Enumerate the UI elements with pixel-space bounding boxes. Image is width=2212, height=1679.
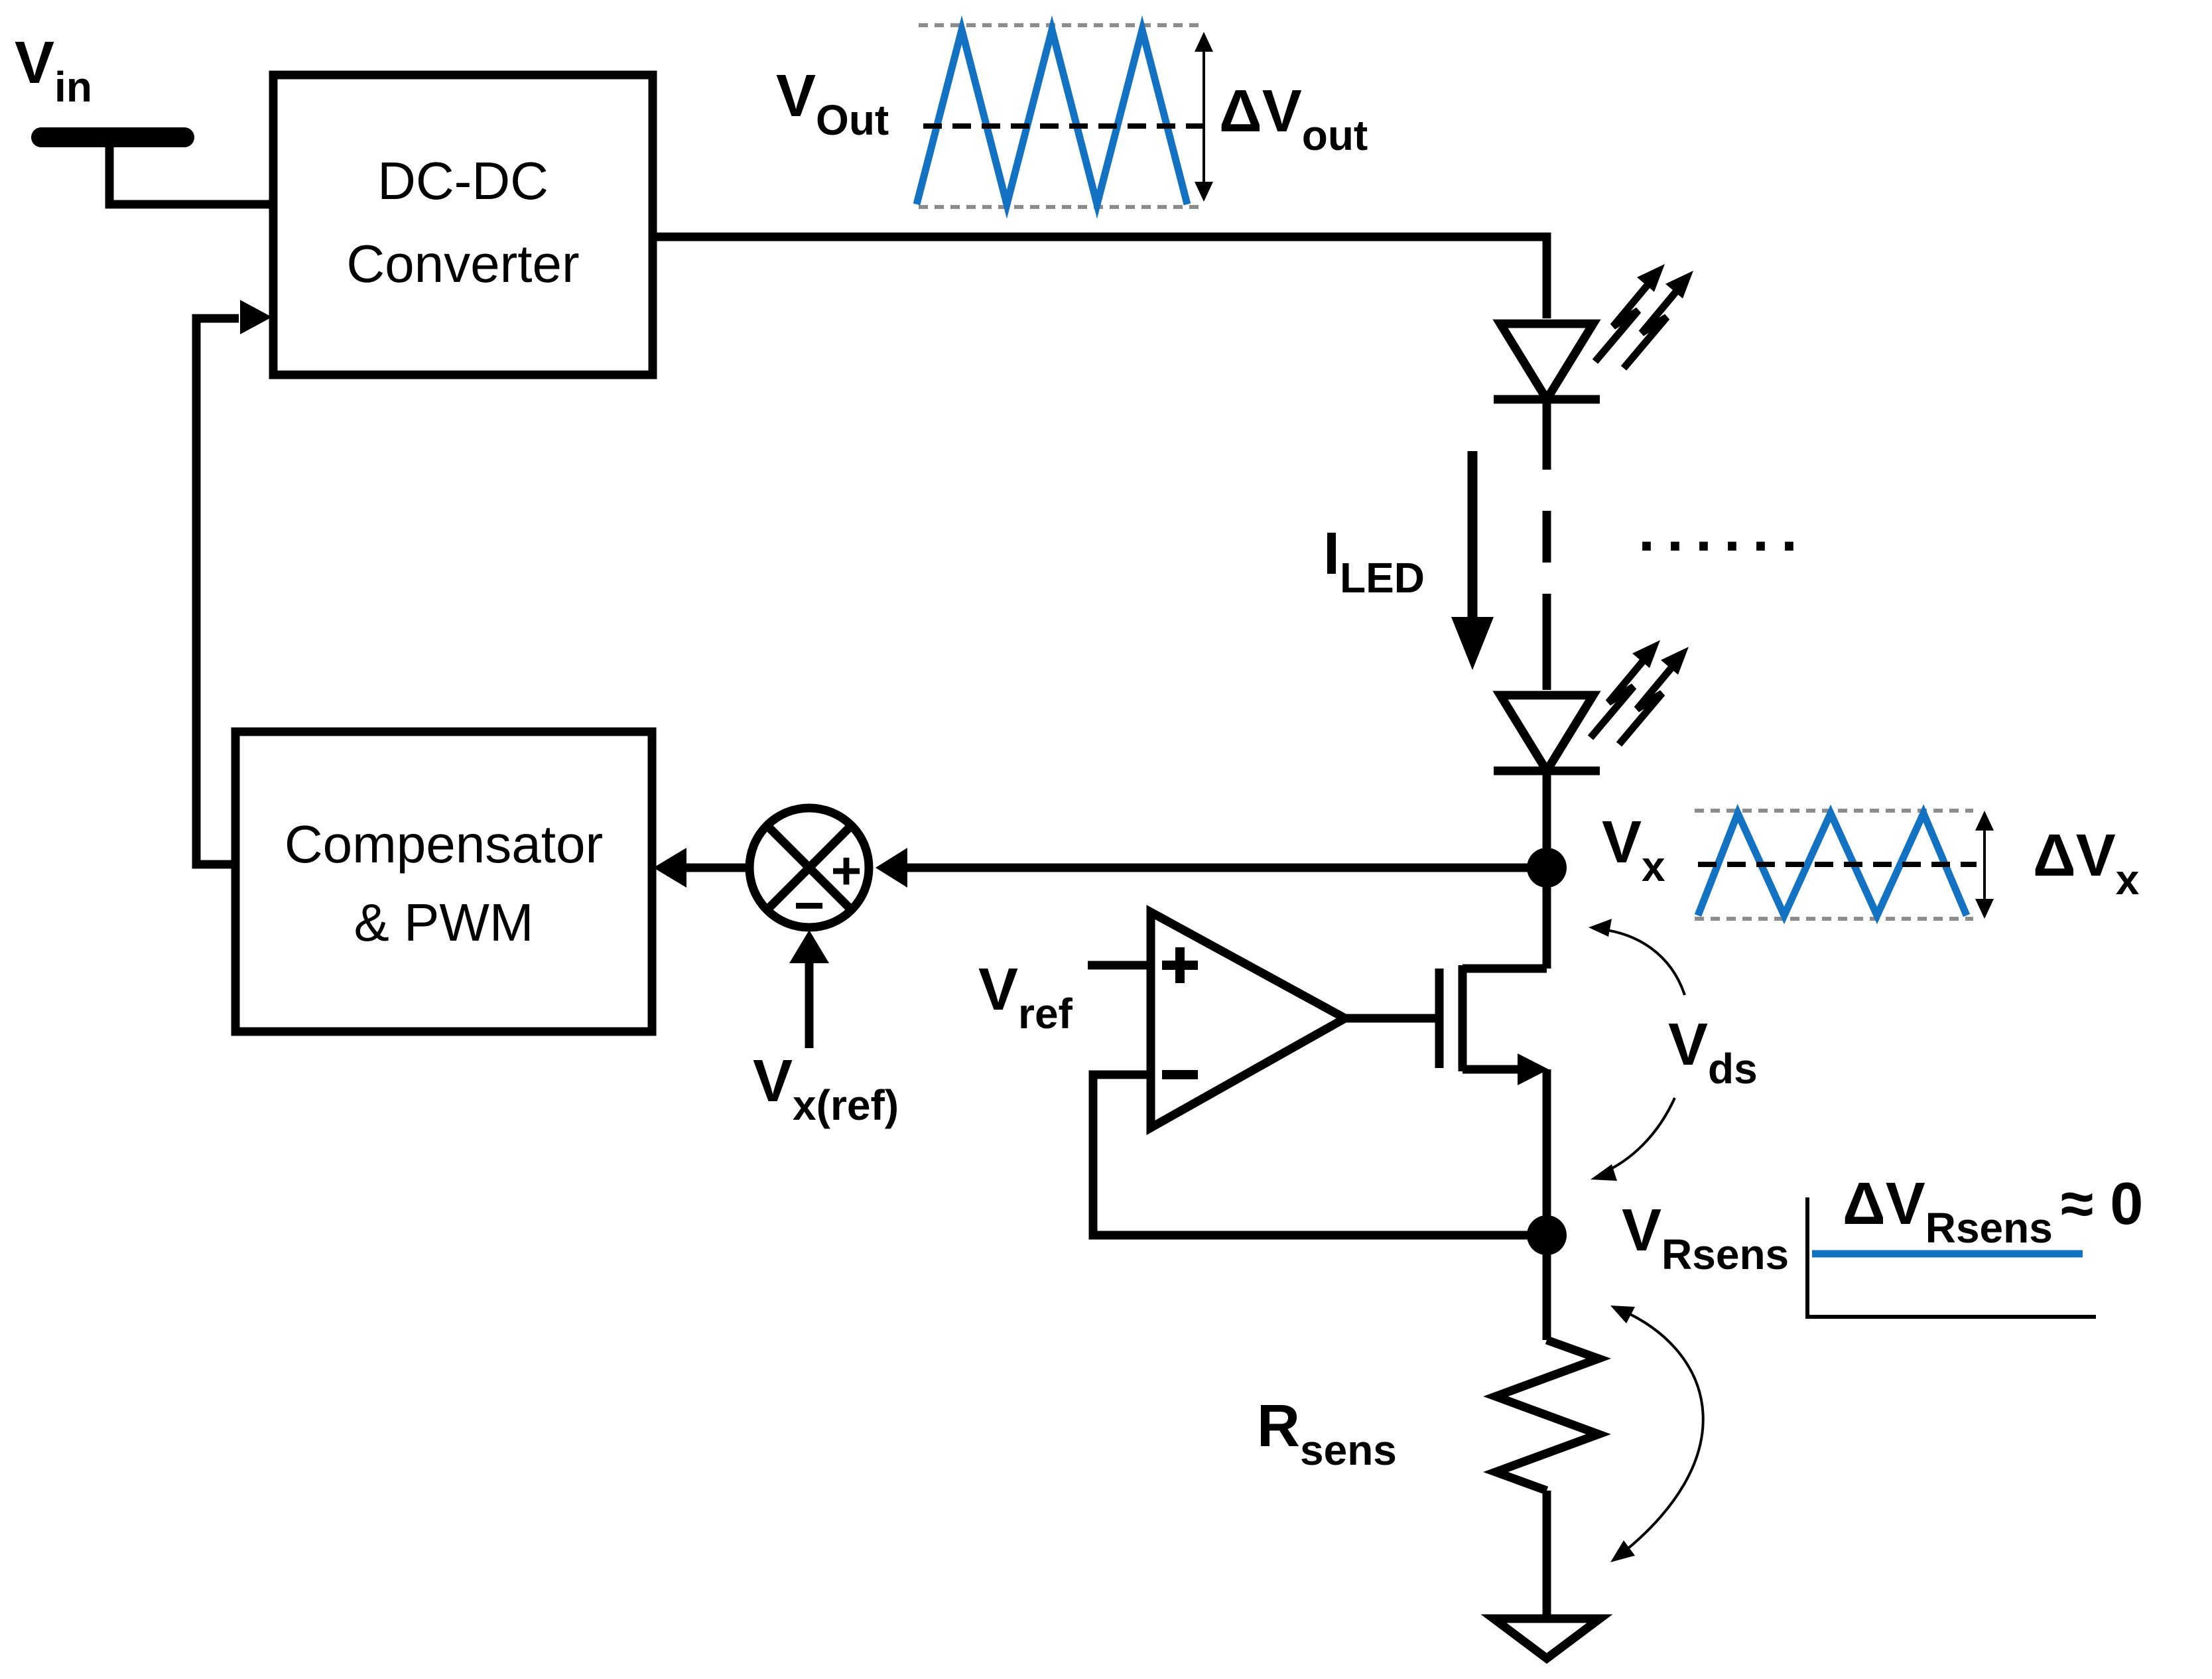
converter-label-line1: DC-DC [377, 151, 549, 210]
vrsens-arc [1614, 1309, 1705, 1560]
summing-plus-sign: + [831, 841, 862, 900]
converter-label-line2: Converter [346, 234, 579, 293]
dvout-arrowhead-down [1195, 182, 1213, 202]
vds-label: Vds [1668, 1012, 1758, 1093]
summing-cross-2 [764, 823, 854, 913]
op-amp: Vref [978, 905, 1354, 1136]
vin-source: Vin [15, 30, 273, 209]
led-1-emission-arrows-icon [1592, 264, 1693, 371]
vx-triangle-wave [1694, 803, 1971, 925]
vrsens-arrowhead-bottom [1610, 1540, 1635, 1562]
vrsens-span-annotation [1610, 1306, 1705, 1562]
vin-label: Vin [15, 30, 92, 111]
vx-ref-arrowhead-icon [789, 930, 829, 963]
dvrsens-label: ΔVRsens≈ 0 [1843, 1171, 2143, 1252]
led-2-diode-icon [1492, 691, 1601, 779]
iled-current-arrow: ILED [1323, 451, 1494, 670]
pwm-control-arrowhead-icon [240, 300, 272, 334]
vds-arc-lower [1599, 1097, 1676, 1175]
vds-arrowhead-upper [1589, 919, 1612, 937]
compensator-label-line1: Compensator [285, 815, 603, 874]
led-1 [1492, 264, 1693, 408]
vout-triangle-wave [913, 15, 1191, 219]
ground-icon [1480, 1614, 1613, 1664]
iled-arrowhead [1451, 617, 1494, 670]
vrsens-plot: VRsens ΔVRsens≈ 0 [1622, 1171, 2143, 1319]
dvx-arrowhead-up [1975, 811, 1994, 831]
op-amp-feedback-wire [1088, 1070, 1547, 1240]
vout-waveform: VOut ΔVout [776, 15, 1368, 219]
compensator-label-line2: & PWM [354, 893, 533, 952]
compensator-input-arrowhead-icon [653, 848, 686, 888]
rsens-resistor: Rsens [1257, 1335, 1612, 1619]
rsens-label: Rsens [1257, 1393, 1397, 1474]
converter-box [269, 70, 657, 379]
dvx-label: ΔVx [2033, 823, 2140, 904]
vout-label: VOut [776, 63, 889, 144]
dvx-arrowhead-down [1975, 899, 1994, 919]
dc-dc-converter-block: DC-DC Converter [269, 70, 657, 379]
vrsens-label: VRsens [1622, 1197, 1789, 1278]
mosfet [1435, 964, 1551, 1340]
vx-ref-input: Vx(ref) [753, 930, 899, 1129]
vds-arrowhead-lower [1591, 1164, 1617, 1181]
compensator-pwm-block: Compensator & PWM [231, 727, 657, 1036]
vx-waveform: Vx ΔVx [1602, 803, 2140, 925]
feedback-arrowhead-icon [876, 848, 907, 888]
more-leds-ellipsis: ...... [1638, 498, 1809, 564]
vout-wire [653, 232, 1551, 318]
mosfet-source-arrow-icon [1518, 1053, 1549, 1085]
op-amp-triangle [1146, 905, 1354, 1136]
led-2-emission-arrows-icon [1587, 640, 1689, 747]
led-string-break: ...... [1542, 399, 1809, 690]
pwm-control-wire [192, 314, 239, 869]
vds-annotation: Vds [1589, 919, 1758, 1181]
rsens-zigzag-icon [1483, 1335, 1612, 1495]
compensator-box [231, 727, 657, 1036]
vds-arc-upper [1594, 927, 1686, 996]
vref-label: Vref [978, 957, 1073, 1038]
vrsens-arrowhead-top [1610, 1306, 1635, 1323]
iled-label: ILED [1323, 521, 1425, 602]
led-2 [1492, 640, 1689, 779]
vin-feed-wire [105, 137, 273, 209]
dvout-label: ΔVout [1219, 78, 1368, 159]
summing-junction: + − [745, 803, 874, 935]
vrsens-node-dot [1527, 1215, 1567, 1255]
summing-minus-sign: − [794, 876, 825, 935]
vx-ref-label: Vx(ref) [753, 1048, 899, 1129]
vx-label: Vx [1602, 809, 1665, 890]
led-1-diode-icon [1492, 319, 1601, 408]
vrsens-plot-axes [1805, 1197, 2096, 1319]
dvout-arrowhead-up [1195, 32, 1213, 52]
